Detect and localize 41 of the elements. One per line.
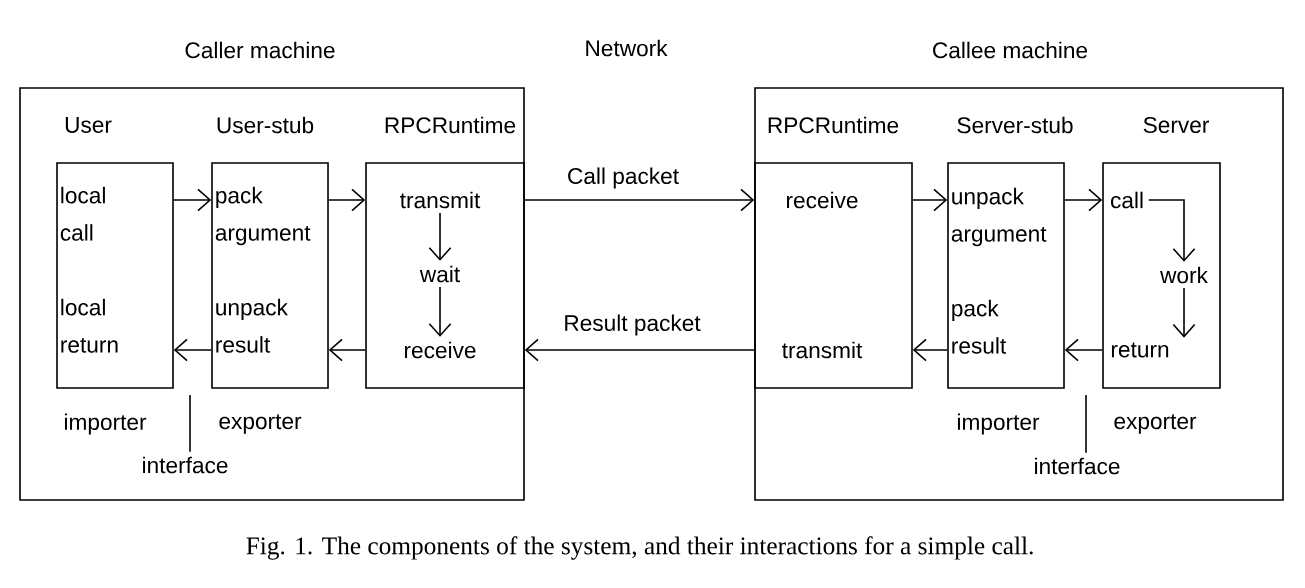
arrow — [1172, 287, 1196, 338]
arrow — [1148, 199, 1196, 262]
component-box: User local call local return — [56, 117, 174, 389]
node-label: Callee machine — [933, 41, 1088, 59]
role-label: importer — [957, 413, 1040, 435]
step-text: interface — [143, 456, 228, 474]
arrow — [912, 338, 948, 362]
step-text: transmit — [782, 341, 863, 359]
step-text: transmit — [400, 191, 481, 209]
component-box: Server-stub unpack argument pack result — [947, 116, 1073, 389]
step-text: receive — [787, 191, 858, 209]
arrow — [1064, 188, 1103, 212]
arrow — [428, 212, 452, 261]
arrow — [912, 188, 948, 212]
step-text: receive — [405, 341, 476, 359]
arrow — [524, 338, 755, 362]
node-label: RPCRuntime — [768, 116, 899, 134]
arrow — [328, 338, 366, 362]
role-label: exporter — [219, 414, 302, 434]
step-text: call — [1110, 191, 1143, 209]
role-label: importer — [65, 413, 147, 435]
step-text: interface — [1035, 457, 1120, 475]
component-box: User-stub pack argument unpack result — [211, 116, 329, 389]
node-label: RPCRuntime — [385, 116, 516, 134]
arrow — [173, 338, 212, 362]
caption: Fig. 1. The components of the system, and their interactions for a simple call. — [246, 536, 1033, 560]
node-label: Caller machine — [185, 41, 335, 59]
leader-line — [1085, 394, 1087, 454]
edge-label: Call packet — [565, 166, 681, 190]
arrow — [173, 188, 212, 212]
step-text: return — [1111, 342, 1169, 358]
arrow — [1064, 338, 1103, 362]
step-text: work — [1160, 266, 1208, 284]
step-text: wait — [419, 265, 460, 283]
role-label: exporter — [1114, 414, 1197, 434]
section-label: Network — [586, 39, 668, 57]
arrow — [328, 188, 366, 212]
arrow — [428, 286, 452, 337]
edge-label: Result packet — [562, 313, 702, 337]
leader-line — [189, 394, 191, 453]
arrow — [524, 188, 755, 212]
